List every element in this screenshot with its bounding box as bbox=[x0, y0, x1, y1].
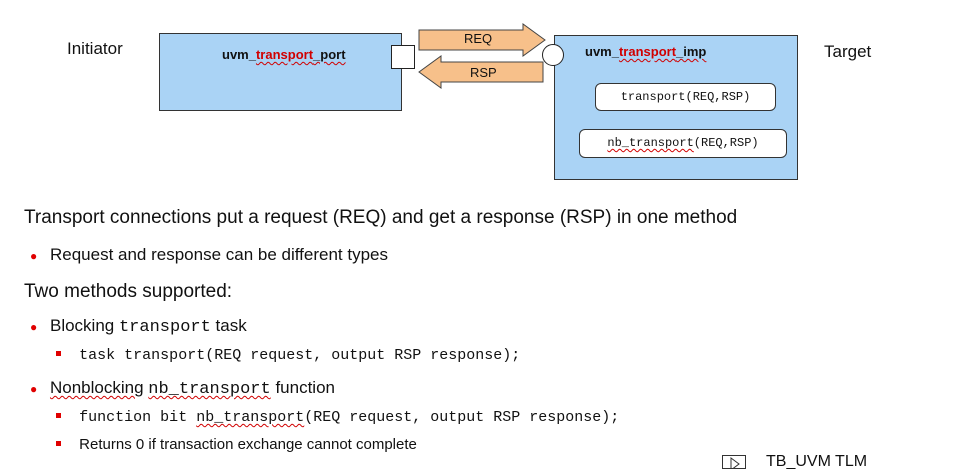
bullet-dot: ● bbox=[30, 320, 38, 334]
returns-note: Returns 0 if transaction exchange cannot… bbox=[56, 436, 417, 453]
footer-play-icon[interactable] bbox=[722, 455, 746, 469]
imp-box-title: uvm_transport_imp bbox=[585, 44, 707, 59]
transport-method-box: transport(REQ,RSP) bbox=[595, 83, 776, 111]
imp-connector bbox=[542, 44, 564, 66]
rsp-arrow bbox=[418, 55, 544, 89]
play-icon bbox=[730, 457, 740, 468]
bullet-blocking: ● Blocking transport task bbox=[30, 316, 247, 337]
bullet-nonblocking: ● Nonblocking nb_transport function bbox=[30, 378, 335, 399]
port-box-title: uvm_transport_port bbox=[222, 47, 346, 62]
req-arrow bbox=[418, 23, 546, 57]
rsp-label: RSP bbox=[470, 65, 497, 80]
methods-heading: Two methods supported: bbox=[24, 281, 233, 302]
bullet-types: ● Request and response can be different … bbox=[30, 245, 389, 264]
sub-bullet bbox=[56, 413, 61, 418]
sub-bullet bbox=[56, 441, 61, 446]
bullet-dot: ● bbox=[30, 249, 38, 263]
imp-box: uvm_transport_imp transport(REQ,RSP) nb_… bbox=[554, 35, 798, 180]
main-heading: Transport connections put a request (REQ… bbox=[24, 207, 738, 228]
port-box: uvm_transport_port bbox=[159, 33, 402, 111]
sub-bullet bbox=[56, 351, 61, 356]
nb-transport-method-box: nb_transport(REQ,RSP) bbox=[579, 129, 787, 158]
target-label: Target bbox=[824, 42, 872, 61]
bullet-dot: ● bbox=[30, 382, 38, 396]
arrows bbox=[418, 23, 546, 89]
footer-text: TB_UVM TLM bbox=[766, 453, 868, 470]
nonblocking-signature: function bit nb_transport(REQ request, o… bbox=[56, 408, 619, 426]
initiator-label: Initiator bbox=[67, 39, 123, 58]
req-label: REQ bbox=[464, 31, 493, 46]
port-connector bbox=[391, 45, 415, 69]
blocking-signature: task transport(REQ request, output RSP r… bbox=[56, 346, 520, 364]
